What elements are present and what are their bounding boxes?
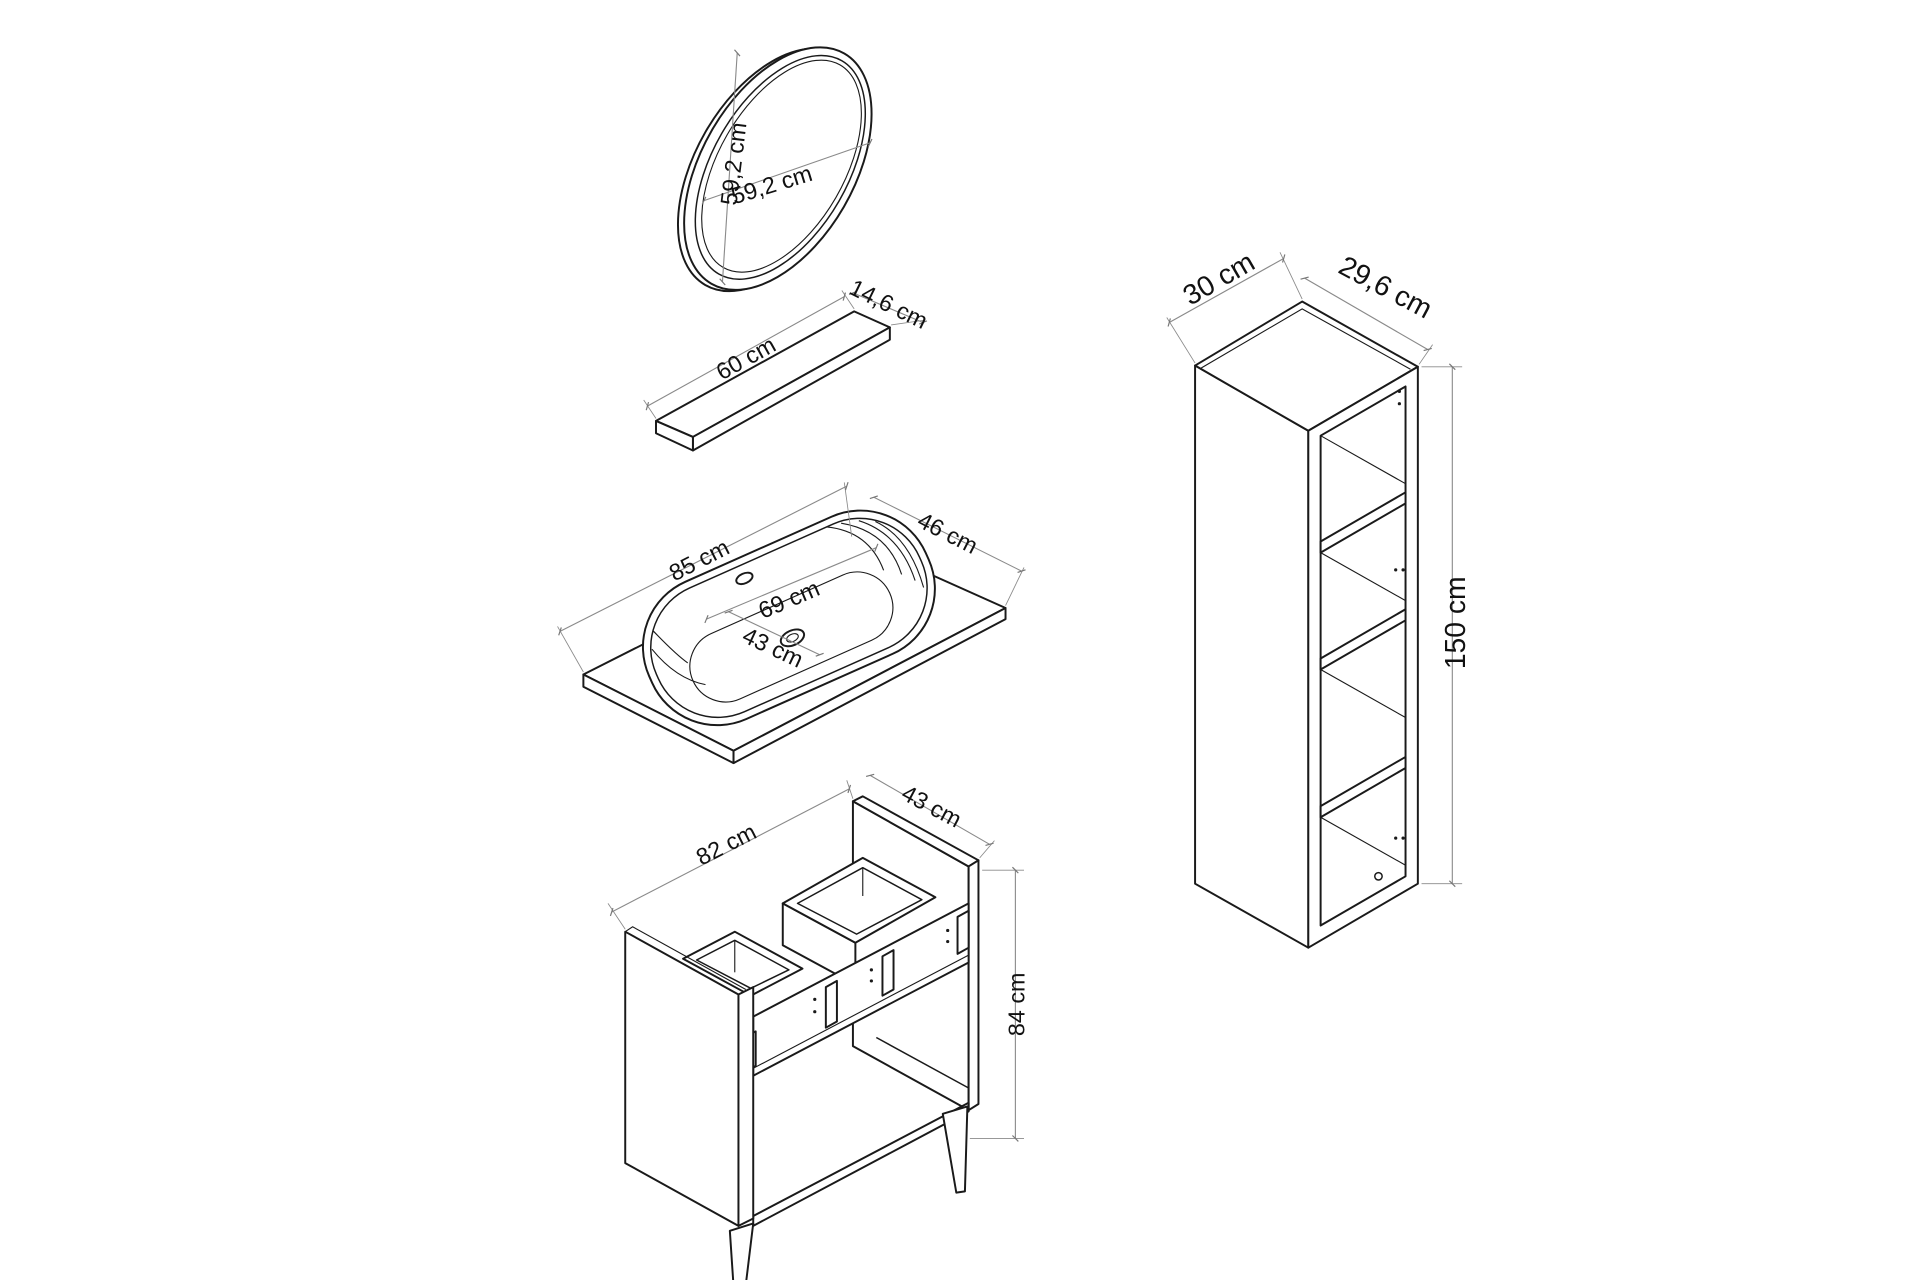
countertop-depth-extension-right: [1005, 567, 1025, 606]
column-depth-dimension-line: [1300, 276, 1432, 352]
runner-screw: [869, 979, 873, 983]
cabinet-left-panel-front-edge: [737, 986, 755, 1227]
cabinet-depth-dimension-line: [865, 773, 994, 846]
cabinet-leg-right: [941, 1105, 969, 1194]
cabinet-front-rail-lower-edge: [752, 954, 969, 1069]
drawer-left-rim-inner: [695, 939, 790, 990]
tall-column-cabinet: 30 cm 29,6 cm 150 cm: [1166, 245, 1471, 949]
countertop-side-edge: [732, 607, 1007, 765]
column-cubby-inner-line-1: [1320, 435, 1406, 485]
round-mirror: 59,2 cm 59,2 cm: [676, 46, 873, 293]
cabinet-right-panel-front-edge: [967, 859, 980, 1112]
cabinet-bottom-shelf-back-line: [875, 1036, 969, 1089]
shelf-width-dimension-line: [645, 292, 847, 411]
countertop-with-basin: 85 cm 46 cm 69 cm 43 cm: [557, 482, 1026, 765]
basin-length-dimension-line: [704, 543, 879, 624]
runner-screw: [869, 968, 873, 972]
runner-bracket-3: [956, 909, 970, 955]
shelf-pin-hole: [1397, 402, 1401, 406]
runner-screw: [946, 939, 950, 944]
runner-bracket-2: [881, 949, 895, 997]
runner-screw: [946, 928, 950, 933]
column-shelf-2: [1319, 608, 1407, 671]
column-shelf-1: [1319, 491, 1407, 554]
column-width-dimension-line: [1167, 254, 1286, 327]
column-bottom-hole: [1374, 871, 1383, 881]
basin-width-dimension-line: [724, 609, 824, 657]
drawer-frame-left: [682, 930, 804, 997]
shelf-pin-hole: [1397, 389, 1401, 393]
cabinet-leg-front: [728, 1222, 755, 1280]
column-left-face: [1194, 364, 1310, 949]
countertop-depth-dimension-line: [869, 495, 1026, 573]
drawer-left-rim-outer: [682, 930, 804, 997]
mirror-width-dimension-line: [701, 138, 873, 205]
runner-bracket-1: [824, 979, 838, 1029]
countertop-width-dimension-line: [558, 482, 849, 636]
shelf-pin-hole: [1401, 836, 1405, 840]
runner-screw: [813, 1010, 817, 1014]
wall-shelf: 60 cm 14,6 cm: [643, 274, 932, 452]
shelf-depth-extension-right: [891, 319, 926, 326]
column-cubby-inner-line-2: [1320, 552, 1406, 602]
column-open-front: [1319, 385, 1407, 927]
shelf-pin-hole: [1394, 568, 1398, 572]
runner-screw: [813, 997, 817, 1001]
column-cubby-inner-line-4: [1320, 816, 1406, 866]
shelf-pin-hole: [1401, 568, 1405, 572]
shelf-side-face: [655, 419, 694, 452]
shelf-pin-hole: [1394, 836, 1398, 840]
shelf-depth-dimension-line: [848, 290, 928, 325]
column-height-label: 150 cm: [1439, 576, 1471, 669]
column-cubby-inner-line-3: [1320, 669, 1406, 719]
cabinet-width-dimension-line: [609, 784, 852, 917]
cabinet-height-label: 84 cm: [1004, 972, 1030, 1036]
column-shelf-3: [1319, 755, 1407, 819]
cabinet-left-panel-top-edge: [624, 926, 747, 991]
